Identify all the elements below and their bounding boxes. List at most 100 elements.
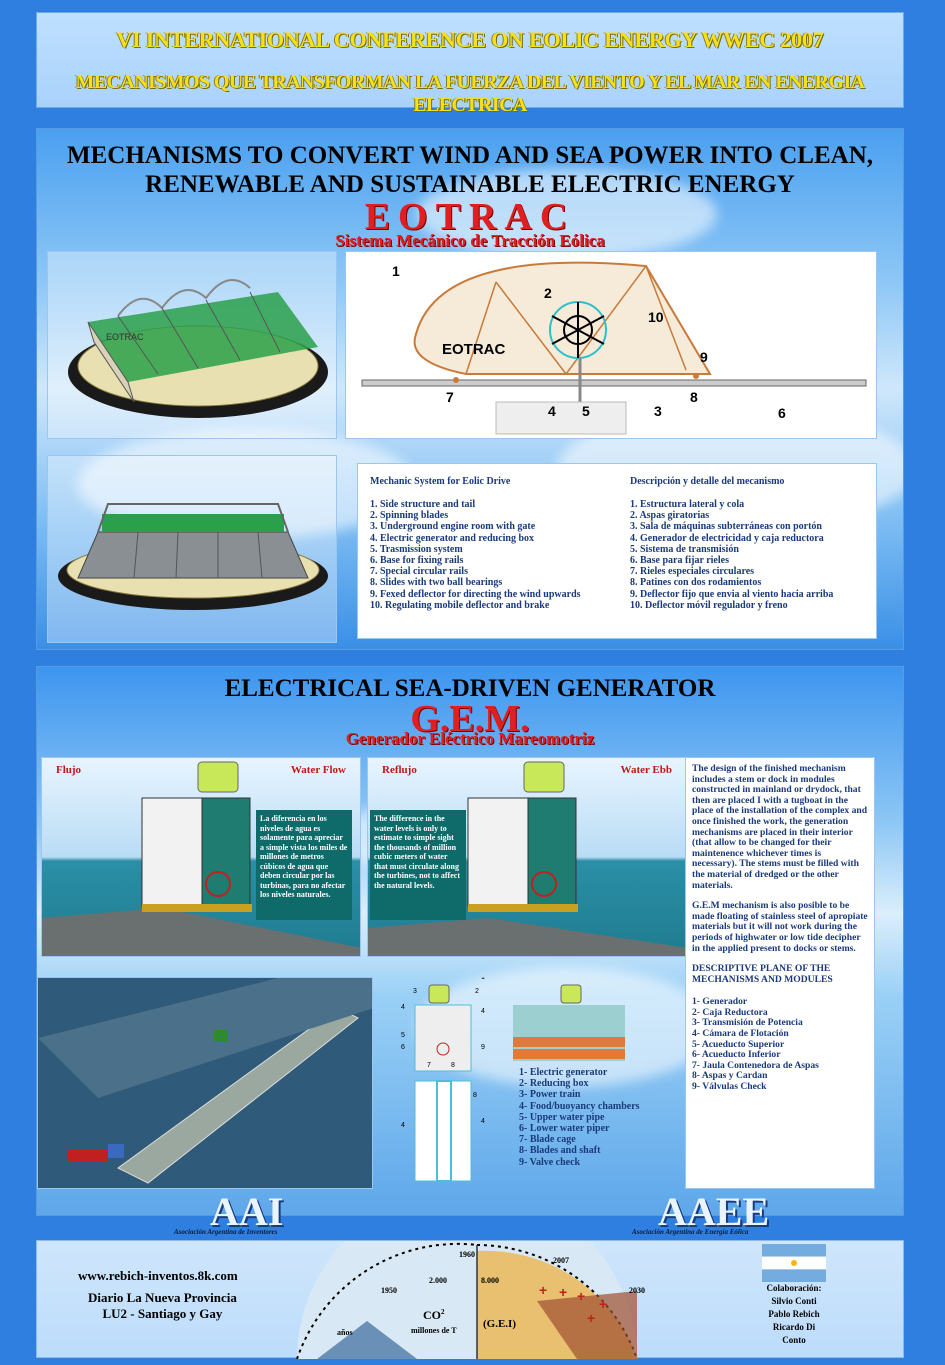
diagram-num-8: 8 xyxy=(690,389,698,405)
module-num-2: 2 xyxy=(475,988,479,995)
module-num-7: 7 xyxy=(427,1062,431,1069)
diagram-num-2: 2 xyxy=(544,285,552,301)
legend-en-heading: Mechanic System for Eolic Drive xyxy=(370,476,511,487)
conference-banner: VI INTERNATIONAL CONFERENCE ON EOLIC ENE… xyxy=(36,12,904,116)
module-num-4d: 4 xyxy=(481,1118,485,1125)
aaee-logo: AAEE xyxy=(658,1189,770,1234)
plane-item: 3- Transmisión de Potencia xyxy=(692,1017,803,1029)
plane-heading: DESCRIPTIVE PLANE OF THE MECHANISMS AND … xyxy=(692,963,833,985)
water-flow-label: Water Flow xyxy=(290,764,346,776)
eotrac-legend-panel: Mechanic System for Eolic Drive 1. Side … xyxy=(357,463,877,639)
module-item: 5- Upper water pipe xyxy=(519,1111,605,1123)
module-item: 8- Blades and shaft xyxy=(519,1145,601,1157)
plane-item: 9- Válvulas Check xyxy=(692,1081,767,1093)
canal-illustration xyxy=(38,978,372,1188)
module-item: 6- Lower water piper xyxy=(519,1123,610,1135)
gauge-value-2000: 2.000 xyxy=(429,1276,447,1285)
gem-canal-render xyxy=(37,977,373,1189)
gem-name: G.E.M. xyxy=(410,698,530,740)
gem-subtitle: Generador Eléctrico Mareomotriz xyxy=(345,729,595,748)
svg-text:+: + xyxy=(587,1310,595,1326)
gem-module-diagrams: 1 2 3 4 4 5 6 7 8 9 4 8 4 xyxy=(385,974,677,1189)
gem-section: ELECTRICAL SEA-DRIVEN GENERATOR G.E.M. G… xyxy=(36,666,904,1216)
svg-text:+: + xyxy=(539,1282,547,1298)
legend-es-item: 8. Patines con dos rodamientos xyxy=(630,577,762,589)
collaboration-credits: Colaboración: Silvio Conti Pablo Rebich … xyxy=(762,1282,826,1347)
module-item: 3- Power train xyxy=(519,1089,581,1101)
legend-en-item: 5. Trasmission system xyxy=(370,543,463,555)
gem-description-1: The design of the finished mechanism inc… xyxy=(692,763,868,891)
gauge-year-2007: 2007 xyxy=(553,1256,569,1265)
conference-title: VI INTERNATIONAL CONFERENCE ON EOLIC ENE… xyxy=(116,27,824,52)
colab-name: Silvio Conti xyxy=(771,1296,817,1306)
aai-logo: AAI xyxy=(210,1189,284,1234)
eotrac-title-line2: RENEWABLE AND SUSTAINABLE ELECTRIC ENERG… xyxy=(145,171,795,198)
plane-item: 8- Aspas y Cardan xyxy=(692,1070,768,1082)
aai-subtitle: Asociación Argentina de Inventores xyxy=(174,1228,278,1236)
ebb-cross-section xyxy=(368,761,686,956)
gauge-value-8000: 8.000 xyxy=(481,1276,499,1285)
eotrac-title-line1: MECHANISMS TO CONVERT WIND AND SEA POWER… xyxy=(67,142,873,169)
svg-text:+: + xyxy=(577,1288,585,1304)
module-num-9: 9 xyxy=(481,1044,485,1051)
gauge-year-1960: 1960 xyxy=(459,1250,475,1259)
eotrac-legend-es: Descripción y detalle del mecanismo 1. E… xyxy=(630,476,880,611)
module-num-6: 6 xyxy=(401,1044,405,1051)
gem-flow-panel: Flujo Water Flow La diferencia en los ni… xyxy=(41,757,361,957)
website-link[interactable]: www.rebich-inventos.8k.com xyxy=(78,1268,238,1283)
plane-item: 7- Jaula Contenedora de Aspas xyxy=(692,1059,819,1071)
module-num-8b: 8 xyxy=(473,1092,477,1099)
module-diagram-svg: 1 2 3 4 4 5 6 7 8 9 4 8 4 xyxy=(401,974,625,1182)
plane-item: 1- Generador xyxy=(692,996,748,1008)
eotrac-front-illustration xyxy=(58,503,328,610)
gauge-co2-unit: millones de T xyxy=(411,1326,457,1335)
colab-name: Ricardo Di Conto xyxy=(772,1322,816,1345)
module-num-4b: 4 xyxy=(481,1008,485,1015)
gem-description-panel: The design of the finished mechanism inc… xyxy=(685,757,875,1189)
eotrac-name: EOTRAC xyxy=(364,196,576,238)
svg-text:+: + xyxy=(599,1296,607,1312)
conference-subtitle: MECANISMOS QUE TRANSFORMAN LA FUERZA DEL… xyxy=(75,71,866,116)
plane-item: 4- Cámara de Flotación xyxy=(692,1028,789,1040)
diagram-num-6: 6 xyxy=(778,405,786,421)
legend-en-item: 1. Side structure and tail xyxy=(370,499,476,510)
legend-en-item: 3. Underground engine room with gate xyxy=(370,521,536,533)
diagram-num-3: 3 xyxy=(654,403,662,419)
gem-description-2: G.E.M mechanism is also posible to be ma… xyxy=(692,900,868,954)
legend-es-item: 10. Deflector móvil regulador y freno xyxy=(630,599,788,611)
gauge-year-1950: 1950 xyxy=(381,1286,397,1295)
eotrac-model-label: EOTRAC xyxy=(106,332,144,342)
diagram-num-7: 7 xyxy=(446,389,454,405)
diagram-eotrac-label: EOTRAC xyxy=(442,341,506,358)
diagram-num-4: 4 xyxy=(548,403,556,419)
module-num-3: 3 xyxy=(413,988,417,995)
legend-es-item: 3. Sala de máquinas subterráneas con por… xyxy=(630,521,822,533)
eotrac-subtitle: Sistema Mecánico de Tracción Eólica xyxy=(335,231,605,250)
gem-module-list: 1- Electric generator 2- Reducing box 3-… xyxy=(519,1067,689,1168)
legend-es-heading: Descripción y detalle del mecanismo xyxy=(630,476,785,487)
eotrac-diagram-svg: EOTRAC 1 2 10 9 7 8 4 5 3 6 xyxy=(361,261,867,435)
plane-item: 6- Acueducto Inferior xyxy=(692,1049,781,1061)
legend-en-item: 10. Regulating mobile deflector and brak… xyxy=(370,599,550,611)
module-num-5: 5 xyxy=(401,1032,405,1039)
module-num-1: 1 xyxy=(481,977,485,981)
diagram-num-5: 5 xyxy=(582,403,590,419)
legend-en-item: 9. Fexed deflector for directing the win… xyxy=(370,588,581,600)
module-item: 2- Reducing box xyxy=(519,1078,589,1090)
diario-line1: Diario La Nueva Provincia xyxy=(88,1290,237,1305)
svg-text:+: + xyxy=(559,1284,567,1300)
eotrac-model-illustration: EOTRAC xyxy=(68,279,328,418)
eotrac-legend-en: Mechanic System for Eolic Drive 1. Side … xyxy=(370,476,620,611)
diario-credit: Diario La Nueva Provincia LU2 - Santiago… xyxy=(88,1290,237,1322)
flow-cross-section xyxy=(42,761,360,956)
module-item: 9- Valve check xyxy=(519,1156,581,1168)
eotrac-model-3d-front xyxy=(47,455,337,643)
eotrac-technical-diagram: EOTRAC 1 2 10 9 7 8 4 5 3 6 xyxy=(345,251,877,439)
colab-name: Pablo Rebich xyxy=(768,1309,820,1319)
gem-ebb-panel: Reflujo Water Ebb The difference in the … xyxy=(367,757,687,957)
gem-section-title: ELECTRICAL SEA-DRIVEN GENERATOR xyxy=(224,675,716,702)
module-num-8a: 8 xyxy=(451,1062,455,1069)
legend-en-item: 6. Base for fixing rails xyxy=(370,555,464,567)
legend-es-item: 7. Rieles especiales circulares xyxy=(630,566,755,578)
module-item: 4- Food/buoyancy chambers xyxy=(519,1100,640,1112)
